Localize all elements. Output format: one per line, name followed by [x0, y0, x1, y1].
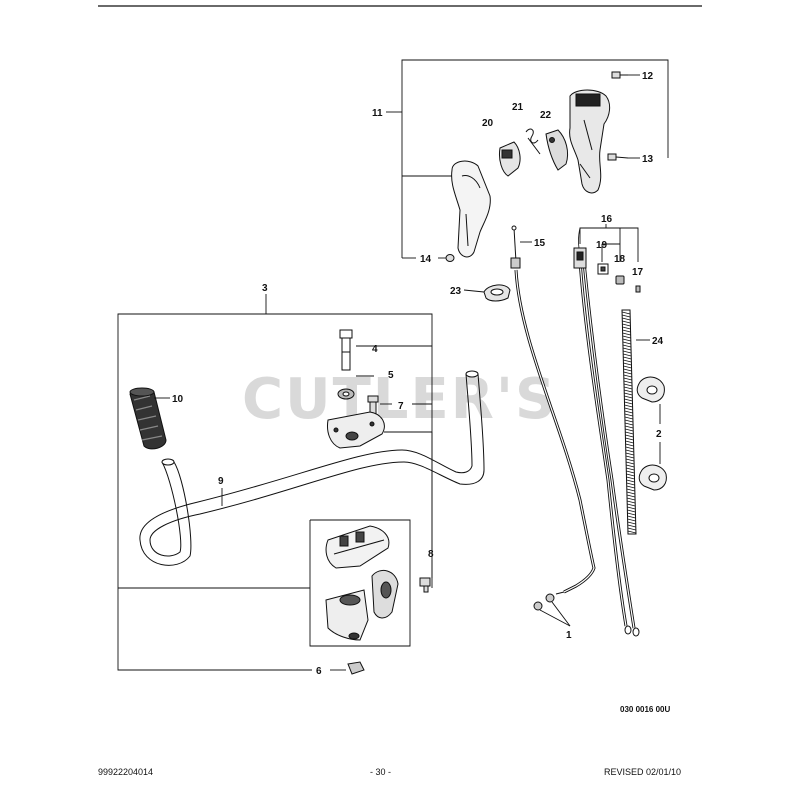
bracket-group-11 — [386, 59, 669, 259]
callout-23: 23 — [450, 286, 462, 297]
footer-page-number: - 30 - — [370, 767, 392, 777]
callout-15: 15 — [534, 238, 546, 249]
callout-16: 16 — [601, 214, 613, 225]
callout-12: 12 — [642, 71, 654, 82]
clamp-lower-base — [325, 589, 369, 641]
cable-clip-lower — [638, 464, 667, 491]
washer-5 — [337, 388, 355, 400]
handlebar-9 — [139, 370, 485, 566]
drawing-number: 030 0016 00U — [620, 705, 671, 714]
callout-2: 2 — [656, 429, 662, 440]
stop-switch-wires-16 — [578, 227, 640, 637]
grip-10 — [129, 387, 170, 450]
cable-clip-23 — [463, 284, 511, 302]
plate-19 — [597, 263, 609, 275]
nut-6 — [347, 661, 365, 675]
callout-9: 9 — [218, 476, 224, 487]
callout-5: 5 — [388, 370, 394, 381]
nut-14 — [445, 254, 455, 262]
callouts: 1 2 3 4 5 6 7 8 9 10 11 12 13 14 15 16 1… — [172, 71, 664, 677]
spring-21 — [525, 128, 541, 155]
callout-3: 3 — [262, 283, 268, 294]
screw-17 — [635, 285, 641, 293]
callout-19: 19 — [596, 240, 608, 251]
callout-21: 21 — [512, 102, 524, 113]
handle-half-right — [569, 89, 611, 194]
screw-7 — [367, 395, 379, 415]
bolt-4 — [339, 329, 353, 371]
cable-clip-upper — [636, 376, 665, 403]
screw-8 — [419, 577, 431, 593]
leader-1 — [539, 601, 571, 627]
callout-10: 10 — [172, 394, 184, 405]
callout-17: 17 — [632, 267, 644, 278]
bracket-group-16 — [579, 224, 639, 262]
callout-18: 18 — [614, 254, 626, 265]
callout-20: 20 — [482, 118, 494, 129]
clamp-upper — [327, 411, 385, 449]
nut-18 — [615, 275, 625, 285]
cable-guide-24 — [621, 309, 650, 535]
clamp-lower-cap — [371, 569, 399, 619]
callout-7: 7 — [398, 401, 404, 412]
callout-4: 4 — [372, 344, 378, 355]
footer-revised: REVISED 02/01/10 — [604, 767, 682, 777]
handle-half-left — [451, 160, 491, 258]
nipples-1 — [533, 593, 555, 611]
clamp-lower-top — [325, 525, 390, 569]
callout-24: 24 — [652, 336, 664, 347]
callout-6: 6 — [316, 666, 322, 677]
footer-part-number: 99922204014 — [98, 767, 154, 777]
callout-14: 14 — [420, 254, 432, 265]
throttle-cable-15 — [510, 225, 596, 595]
screw-12 — [611, 71, 628, 79]
switch-body — [573, 247, 587, 269]
screw-13 — [607, 153, 629, 161]
callout-1: 1 — [566, 630, 572, 641]
watermark: CUTLER'S — [242, 367, 557, 432]
bracket-group-3 — [117, 294, 433, 671]
callout-8: 8 — [428, 549, 434, 560]
trigger-20 — [499, 141, 521, 177]
callout-22: 22 — [540, 110, 552, 121]
callout-13: 13 — [642, 154, 654, 165]
lock-lever-22 — [545, 129, 569, 171]
callout-11: 11 — [372, 108, 383, 119]
